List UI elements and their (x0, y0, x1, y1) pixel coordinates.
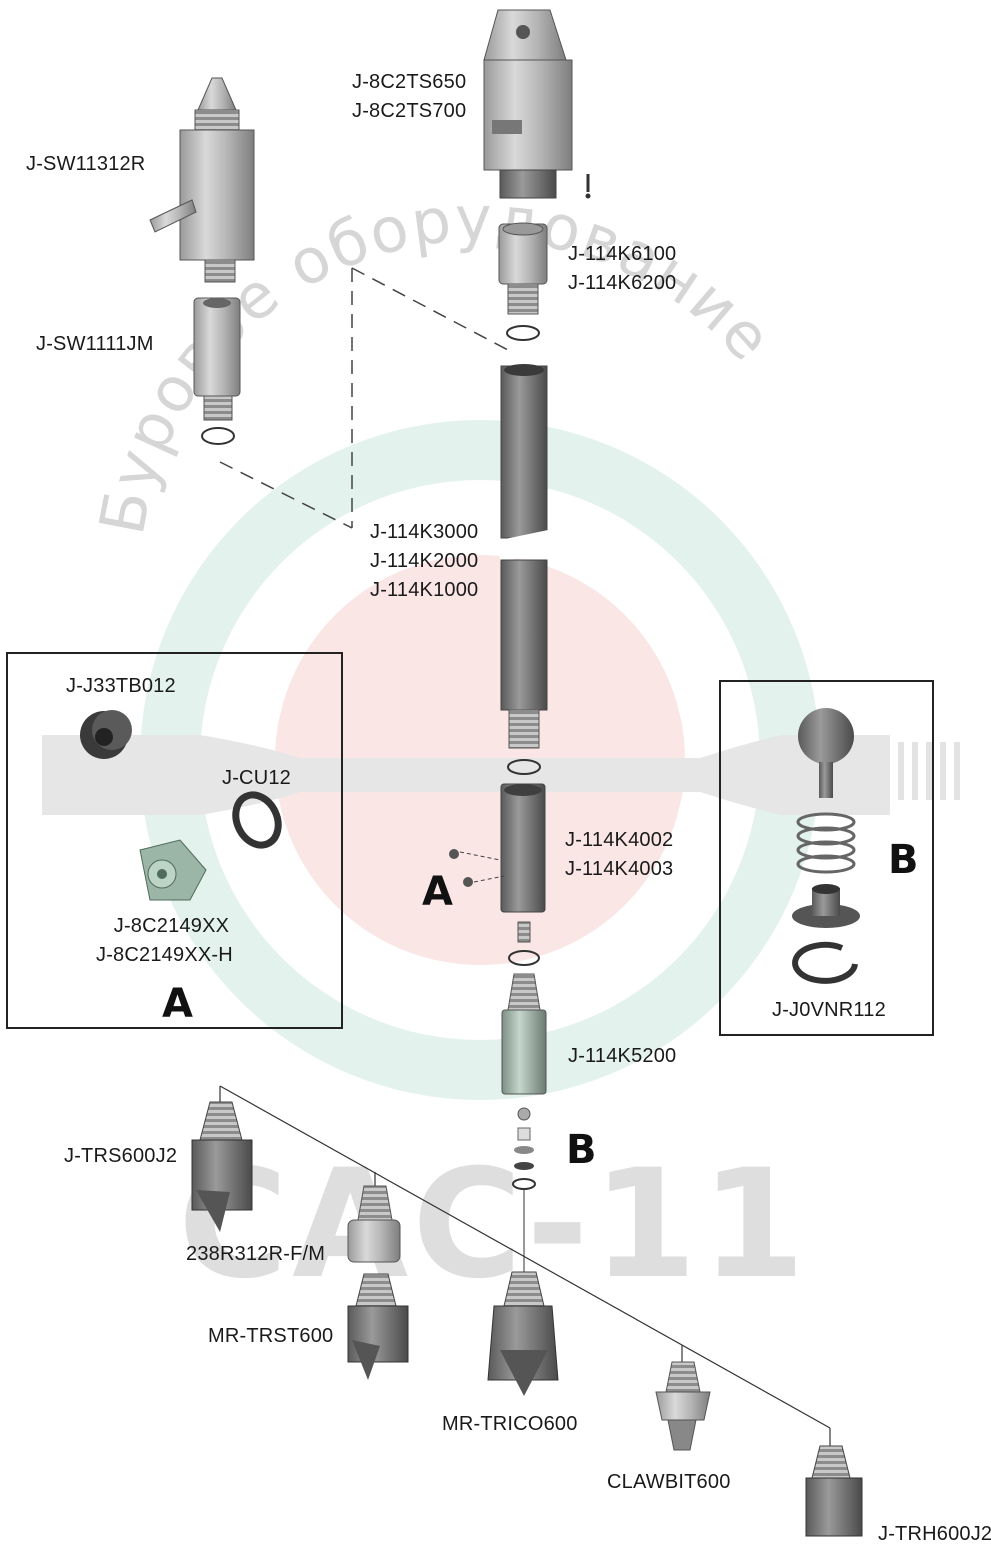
label-core-barrel-1: J-114K3000 (370, 521, 479, 543)
label-valve: J-J0VNR112 (772, 999, 886, 1021)
bottom-sub-part (501, 973, 547, 1272)
label-nozzle-1: J-8C2149XX (113, 915, 230, 937)
label-inner-sub-2: J-114K4003 (565, 858, 674, 880)
label-core-barrel-3: J-114K1000 (370, 579, 479, 601)
top-drive-part (483, 9, 591, 199)
label-nozzle: J-8C2149XX J-8C2149XX-H (96, 912, 233, 970)
label-adapter-top-1: J-114K6100 (568, 243, 677, 265)
box-a-parts (80, 710, 282, 901)
label-top-drive-2: J-8C2TS700 (352, 100, 467, 122)
label-bit-trst: MR-TRST600 (208, 1325, 334, 1347)
label-core-barrel: J-114K3000 J-114K2000 J-114K1000 (370, 518, 478, 605)
swivel-part (149, 77, 255, 283)
label-core-barrel-2: J-114K2000 (370, 550, 479, 572)
bit-trh-part (805, 1445, 863, 1537)
bit-trico-part (487, 1271, 559, 1396)
label-bit-238: 238R312R-F/M (186, 1243, 326, 1265)
label-bit-claw: CLAWBIT600 (607, 1471, 731, 1493)
callout-b: B (566, 1127, 597, 1173)
label-swivel: J-SW11312R (26, 153, 146, 175)
label-top-drive: J-8C2TS650 J-8C2TS700 (352, 68, 466, 126)
core-barrel-part (500, 364, 548, 775)
sub-jm-part (193, 297, 241, 445)
watermark-big-text: САС-11 (178, 1138, 810, 1312)
inner-sub-part (449, 783, 546, 966)
bit-trs-part (191, 1101, 253, 1232)
label-bit-trico: MR-TRICO600 (442, 1413, 578, 1435)
label-bit-trs: J-TRS600J2 (64, 1145, 178, 1167)
label-inner-sub: J-114K4002 J-114K4003 (565, 826, 673, 884)
label-nozzle-2: J-8C2149XX-H (96, 944, 233, 966)
detail-box-b (719, 680, 934, 1036)
bit-connector-line (219, 1085, 831, 1429)
box-b-parts (792, 708, 860, 984)
label-ring: J-CU12 (222, 767, 291, 789)
box-a-letter: A (162, 981, 193, 1027)
label-bottom-sub: J-114K5200 (568, 1045, 677, 1067)
dashed-connector (219, 267, 509, 529)
bit-drop-lines (219, 1086, 831, 1446)
label-inner-sub-1: J-114K4002 (565, 829, 674, 851)
label-adapter-top-2: J-114K6200 (568, 272, 677, 294)
label-top-drive-1: J-8C2TS650 (352, 71, 467, 93)
bit-238-part (347, 1185, 401, 1263)
adapter-top-part (498, 222, 548, 341)
label-bit-trh: J-TRH600J2 (878, 1523, 991, 1545)
label-adapter-top: J-114K6100 J-114K6200 (568, 240, 676, 298)
detail-box-a (6, 652, 343, 1029)
callout-a: A (422, 869, 453, 915)
label-sub-jm: J-SW1111JM (36, 333, 154, 355)
bit-claw-part (655, 1361, 711, 1451)
label-plug: J-J33TB012 (66, 675, 176, 697)
box-b-letter: B (888, 837, 919, 883)
bit-trst-part (347, 1273, 409, 1380)
